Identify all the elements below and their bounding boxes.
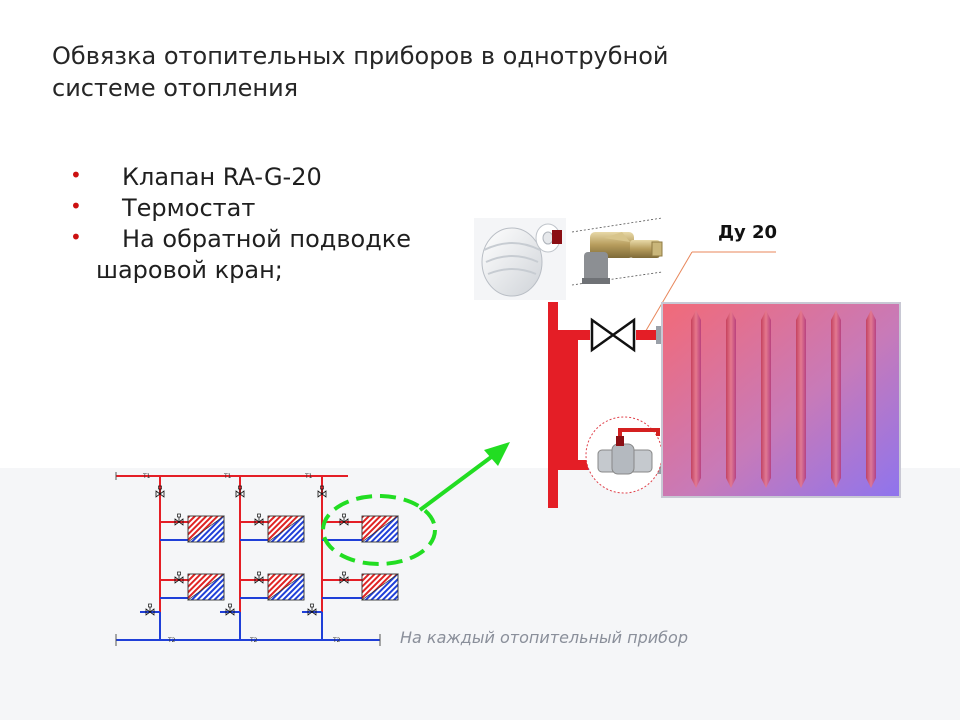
system-schematic: T1 T1 T1 T2 T2 T2 (115, 472, 399, 646)
thermostat-head-icon (474, 218, 566, 300)
angle-valve-icon (571, 217, 663, 286)
t1-label: T1 (223, 473, 232, 480)
bullet-item: Термостат (70, 191, 411, 224)
radiator-icon (661, 302, 901, 498)
bullet-list: Клапан RA-G-20 Термостат На обратной под… (70, 160, 411, 286)
bullet-item: На обратной подводке (70, 222, 411, 255)
diameter-label: Ду 20 (718, 222, 778, 243)
t1-label: T1 (304, 473, 313, 480)
gate-valve-icon (590, 317, 636, 353)
bullet-item: Клапан RA-G-20 (70, 160, 411, 193)
t2-label: T2 (167, 637, 176, 644)
arrow-icon (418, 442, 510, 512)
t2-label: T2 (332, 637, 341, 644)
bullet-continuation: шаровой кран; (96, 256, 283, 284)
t1-label: T1 (142, 473, 151, 480)
highlight-ellipse (321, 494, 437, 566)
slide-title: Обвязка отопительных приборов в однотруб… (52, 42, 669, 102)
ball-valve-icon (585, 416, 663, 494)
t2-label: T2 (249, 637, 258, 644)
schematic-caption: На каждый отопительный прибор (400, 628, 688, 647)
